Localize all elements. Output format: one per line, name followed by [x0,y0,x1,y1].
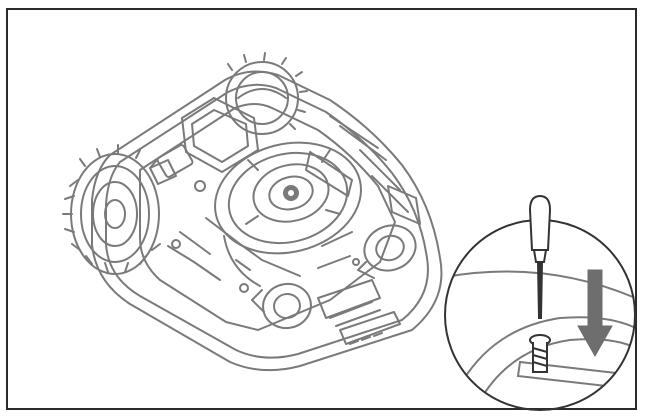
mower-body-outline [91,70,443,372]
front-caster-right [357,224,417,279]
rear-wheel-top [225,52,308,135]
rear-wheel-left [62,144,161,275]
side-rail-right [329,115,409,213]
front-caster-bottom [251,282,312,330]
detail-body-edge [445,270,635,301]
screw-icon [529,334,551,373]
robot-mower-underside-icon [62,52,443,372]
mower-chassis-plate [139,103,396,331]
arrow-down-icon [577,269,613,358]
screwdriver-icon [528,194,552,319]
battery-compartment [317,279,381,319]
cutting-disc [214,141,362,255]
